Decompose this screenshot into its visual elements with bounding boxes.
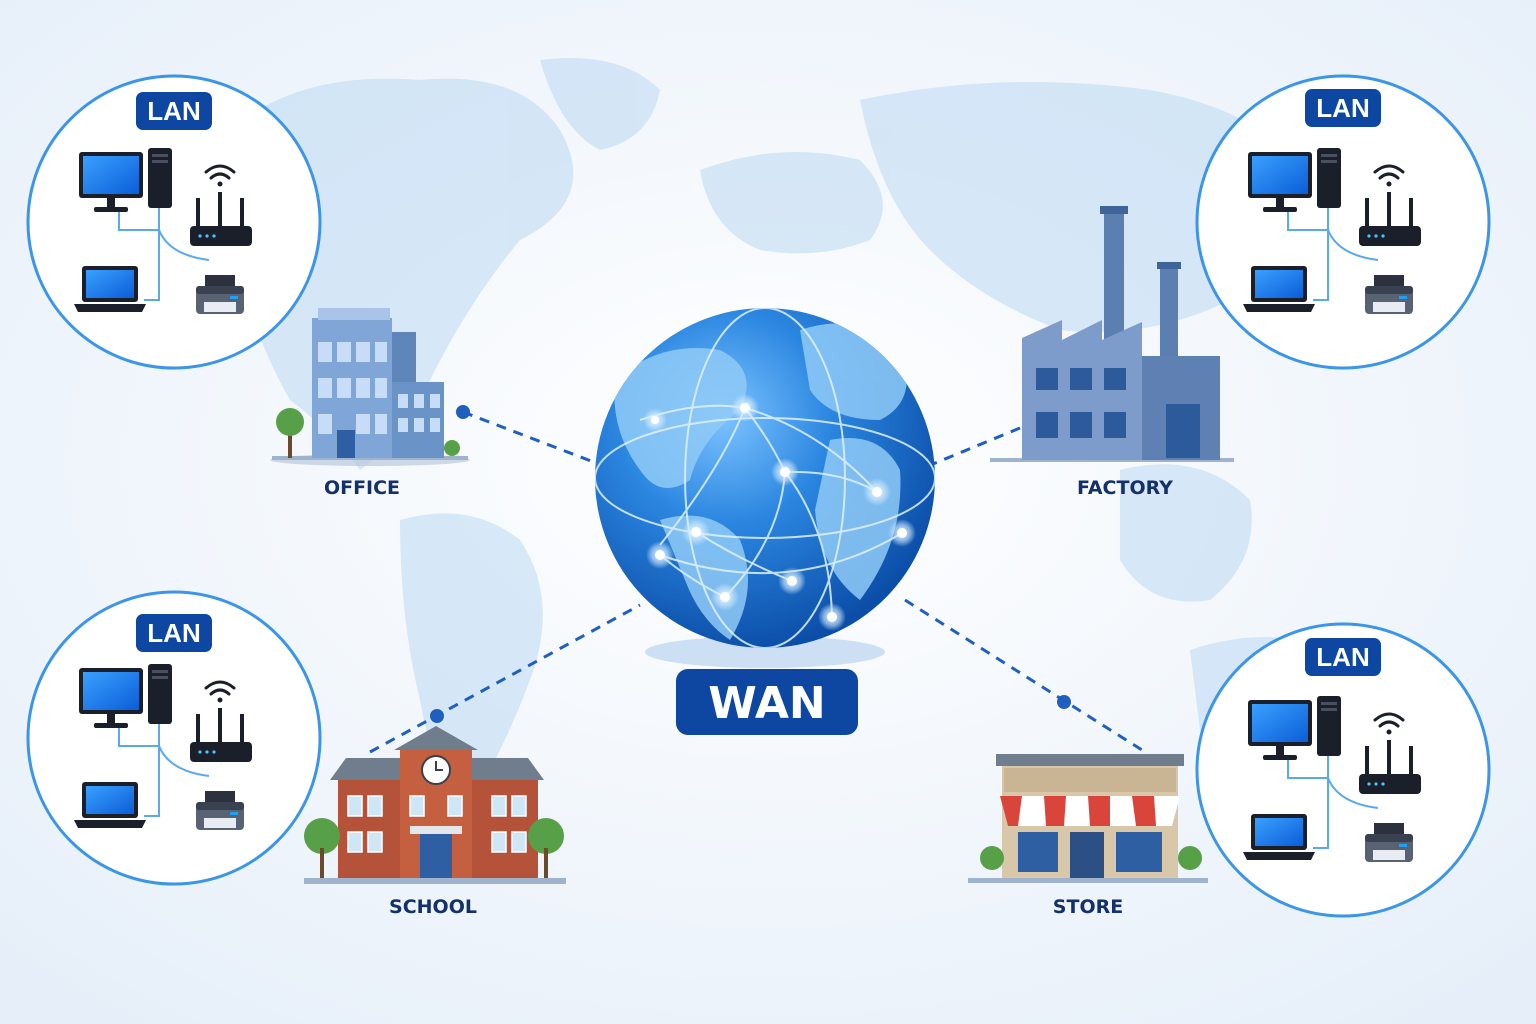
link-node-office	[456, 405, 470, 419]
lan-office: LAN	[26, 74, 322, 370]
lan-badge-label: LAN	[1316, 642, 1369, 672]
office-building-icon	[270, 308, 470, 466]
link-school	[369, 603, 641, 754]
wan-label: WAN	[708, 678, 825, 729]
wan-badge: WAN	[676, 669, 858, 735]
school-building-icon	[304, 726, 566, 884]
lan-badge-label: LAN	[147, 96, 200, 126]
lan-school: LAN	[26, 590, 322, 886]
lan-badge	[1305, 89, 1381, 127]
wan-links	[369, 410, 1143, 754]
site-label-school: SCHOOL	[389, 896, 477, 918]
factory-building-icon	[990, 206, 1234, 462]
store-building-icon	[968, 754, 1208, 883]
lan-badge-label: LAN	[1316, 93, 1369, 123]
site-label-store: STORE	[1053, 896, 1123, 918]
lan-badge-label: LAN	[147, 618, 200, 648]
site-label-factory: FACTORY	[1077, 477, 1173, 499]
site-label-office: OFFICE	[324, 477, 400, 499]
lan-store: LAN	[1195, 622, 1491, 918]
lan-badge	[1305, 638, 1381, 676]
link-node-school	[430, 709, 444, 723]
lan-badge	[136, 92, 212, 130]
link-node-store	[1057, 695, 1071, 709]
link-office	[462, 410, 605, 468]
lan-badge	[136, 614, 212, 652]
lan-factory: LAN	[1195, 74, 1491, 370]
